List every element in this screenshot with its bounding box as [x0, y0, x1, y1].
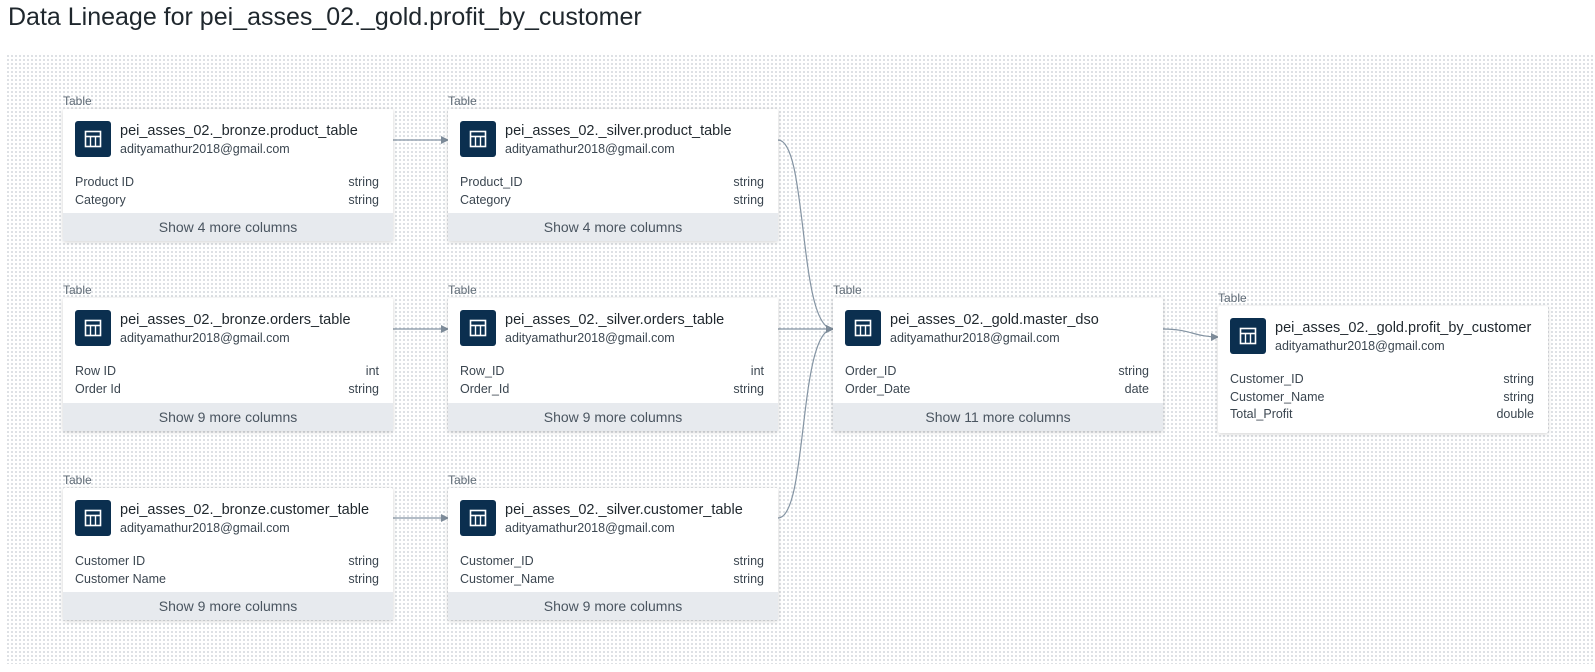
- column-type: string: [348, 571, 379, 586]
- node-type-label: Table: [63, 283, 92, 297]
- column-type: string: [348, 175, 379, 189]
- column-name: Product ID: [75, 175, 135, 189]
- table-node-gold-profit-by-customer[interactable]: pei_asses_02._gold.profit_by_customer ad…: [1218, 306, 1548, 433]
- column-type: string: [348, 192, 379, 207]
- table-icon: [845, 310, 881, 346]
- column-name: Order Id: [75, 381, 121, 396]
- node-owner: adityamathur2018@gmail.com: [890, 331, 1060, 345]
- table-node-bronze-product[interactable]: pei_asses_02._bronze.product_table adity…: [63, 109, 393, 241]
- column-type: string: [733, 381, 764, 396]
- table-icon: [75, 310, 111, 346]
- node-title[interactable]: pei_asses_02._silver.product_table: [505, 123, 732, 139]
- node-type-label: Table: [63, 473, 92, 487]
- node-title[interactable]: pei_asses_02._silver.customer_table: [505, 502, 743, 518]
- column-name: Total_Profit: [1230, 407, 1293, 421]
- column-row: Row_ID int: [460, 363, 764, 381]
- node-type-label: Table: [448, 473, 477, 487]
- page-title: Data Lineage for pei_asses_02._gold.prof…: [8, 3, 642, 31]
- node-type-label: Table: [833, 283, 862, 297]
- table-node-bronze-orders[interactable]: pei_asses_02._bronze.orders_table aditya…: [63, 298, 393, 431]
- node-owner: adityamathur2018@gmail.com: [505, 521, 675, 535]
- node-title[interactable]: pei_asses_02._gold.master_dso: [890, 312, 1099, 328]
- column-row: Row ID int: [75, 363, 379, 381]
- node-title[interactable]: pei_asses_02._silver.orders_table: [505, 312, 725, 328]
- table-icon: [460, 121, 496, 157]
- column-row: Customer Name string: [75, 571, 379, 589]
- column-type: string: [348, 554, 379, 568]
- column-name: Customer_ID: [460, 554, 534, 568]
- column-name: Customer_Name: [460, 571, 555, 586]
- table-icon: [1230, 318, 1266, 354]
- column-name: Customer_ID: [1230, 372, 1304, 386]
- column-name: Order_Date: [845, 381, 911, 396]
- column-row: Customer_Name string: [1230, 389, 1534, 407]
- column-type: date: [1124, 381, 1149, 396]
- column-type: int: [365, 364, 379, 378]
- column-name: Order_ID: [845, 364, 897, 378]
- node-owner: adityamathur2018@gmail.com: [120, 331, 290, 345]
- node-owner: adityamathur2018@gmail.com: [505, 331, 675, 345]
- show-more-columns-button[interactable]: Show 11 more columns: [833, 403, 1163, 431]
- column-name: Customer_Name: [1230, 389, 1325, 404]
- node-type-label: Table: [448, 94, 477, 108]
- node-type-label: Table: [1218, 291, 1247, 305]
- table-icon: [75, 500, 111, 536]
- column-name: Row ID: [75, 364, 116, 378]
- column-type: string: [733, 554, 764, 568]
- column-row: Customer_Name string: [460, 571, 764, 589]
- column-row: Order_Date date: [845, 381, 1149, 399]
- column-row: Order_Id string: [460, 381, 764, 399]
- node-type-label: Table: [63, 94, 92, 108]
- node-owner: adityamathur2018@gmail.com: [1275, 339, 1445, 353]
- show-more-columns-button[interactable]: Show 9 more columns: [63, 403, 393, 431]
- column-type: string: [1503, 372, 1534, 386]
- column-row: Order_ID string: [845, 363, 1149, 381]
- table-node-silver-orders[interactable]: pei_asses_02._silver.orders_table aditya…: [448, 298, 778, 431]
- column-name: Row_ID: [460, 364, 505, 378]
- column-name: Order_Id: [460, 381, 510, 396]
- table-icon: [460, 500, 496, 536]
- node-type-label: Table: [448, 283, 477, 297]
- column-type: string: [733, 175, 764, 189]
- node-owner: adityamathur2018@gmail.com: [120, 142, 290, 156]
- show-more-columns-button[interactable]: Show 9 more columns: [63, 592, 393, 620]
- node-owner: adityamathur2018@gmail.com: [505, 142, 675, 156]
- node-title[interactable]: pei_asses_02._bronze.customer_table: [120, 502, 370, 518]
- column-row: Product_ID string: [460, 174, 764, 192]
- column-row: Customer ID string: [75, 553, 379, 571]
- show-more-columns-button[interactable]: Show 4 more columns: [448, 213, 778, 241]
- node-owner: adityamathur2018@gmail.com: [120, 521, 290, 535]
- column-name: Category: [75, 192, 126, 207]
- column-row: Category string: [460, 192, 764, 210]
- column-row: Total_Profit double: [1230, 406, 1534, 424]
- node-title[interactable]: pei_asses_02._gold.profit_by_customer: [1275, 320, 1532, 336]
- column-name: Customer ID: [75, 554, 146, 568]
- column-name: Category: [460, 192, 511, 207]
- column-type: string: [1118, 364, 1149, 378]
- column-name: Customer Name: [75, 571, 166, 586]
- table-node-bronze-customer[interactable]: pei_asses_02._bronze.customer_table adit…: [63, 488, 393, 620]
- column-row: Customer_ID string: [1230, 371, 1534, 389]
- column-row: Customer_ID string: [460, 553, 764, 571]
- column-type: double: [1496, 407, 1534, 421]
- column-type: string: [1503, 389, 1534, 404]
- column-type: string: [733, 192, 764, 207]
- column-type: int: [750, 364, 764, 378]
- column-name: Product_ID: [460, 175, 523, 189]
- column-type: string: [348, 381, 379, 396]
- column-row: Order Id string: [75, 381, 379, 399]
- table-node-silver-customer[interactable]: pei_asses_02._silver.customer_table adit…: [448, 488, 778, 620]
- show-more-columns-button[interactable]: Show 9 more columns: [448, 403, 778, 431]
- node-title[interactable]: pei_asses_02._bronze.orders_table: [120, 312, 351, 328]
- table-node-gold-master-dso[interactable]: pei_asses_02._gold.master_dso adityamath…: [833, 298, 1163, 431]
- column-row: Product ID string: [75, 174, 379, 192]
- table-icon: [75, 121, 111, 157]
- show-more-columns-button[interactable]: Show 4 more columns: [63, 213, 393, 241]
- show-more-columns-button[interactable]: Show 9 more columns: [448, 592, 778, 620]
- table-node-silver-product[interactable]: pei_asses_02._silver.product_table adity…: [448, 109, 778, 241]
- node-title[interactable]: pei_asses_02._bronze.product_table: [120, 123, 358, 139]
- table-icon: [460, 310, 496, 346]
- column-type: string: [733, 571, 764, 586]
- column-row: Category string: [75, 192, 379, 210]
